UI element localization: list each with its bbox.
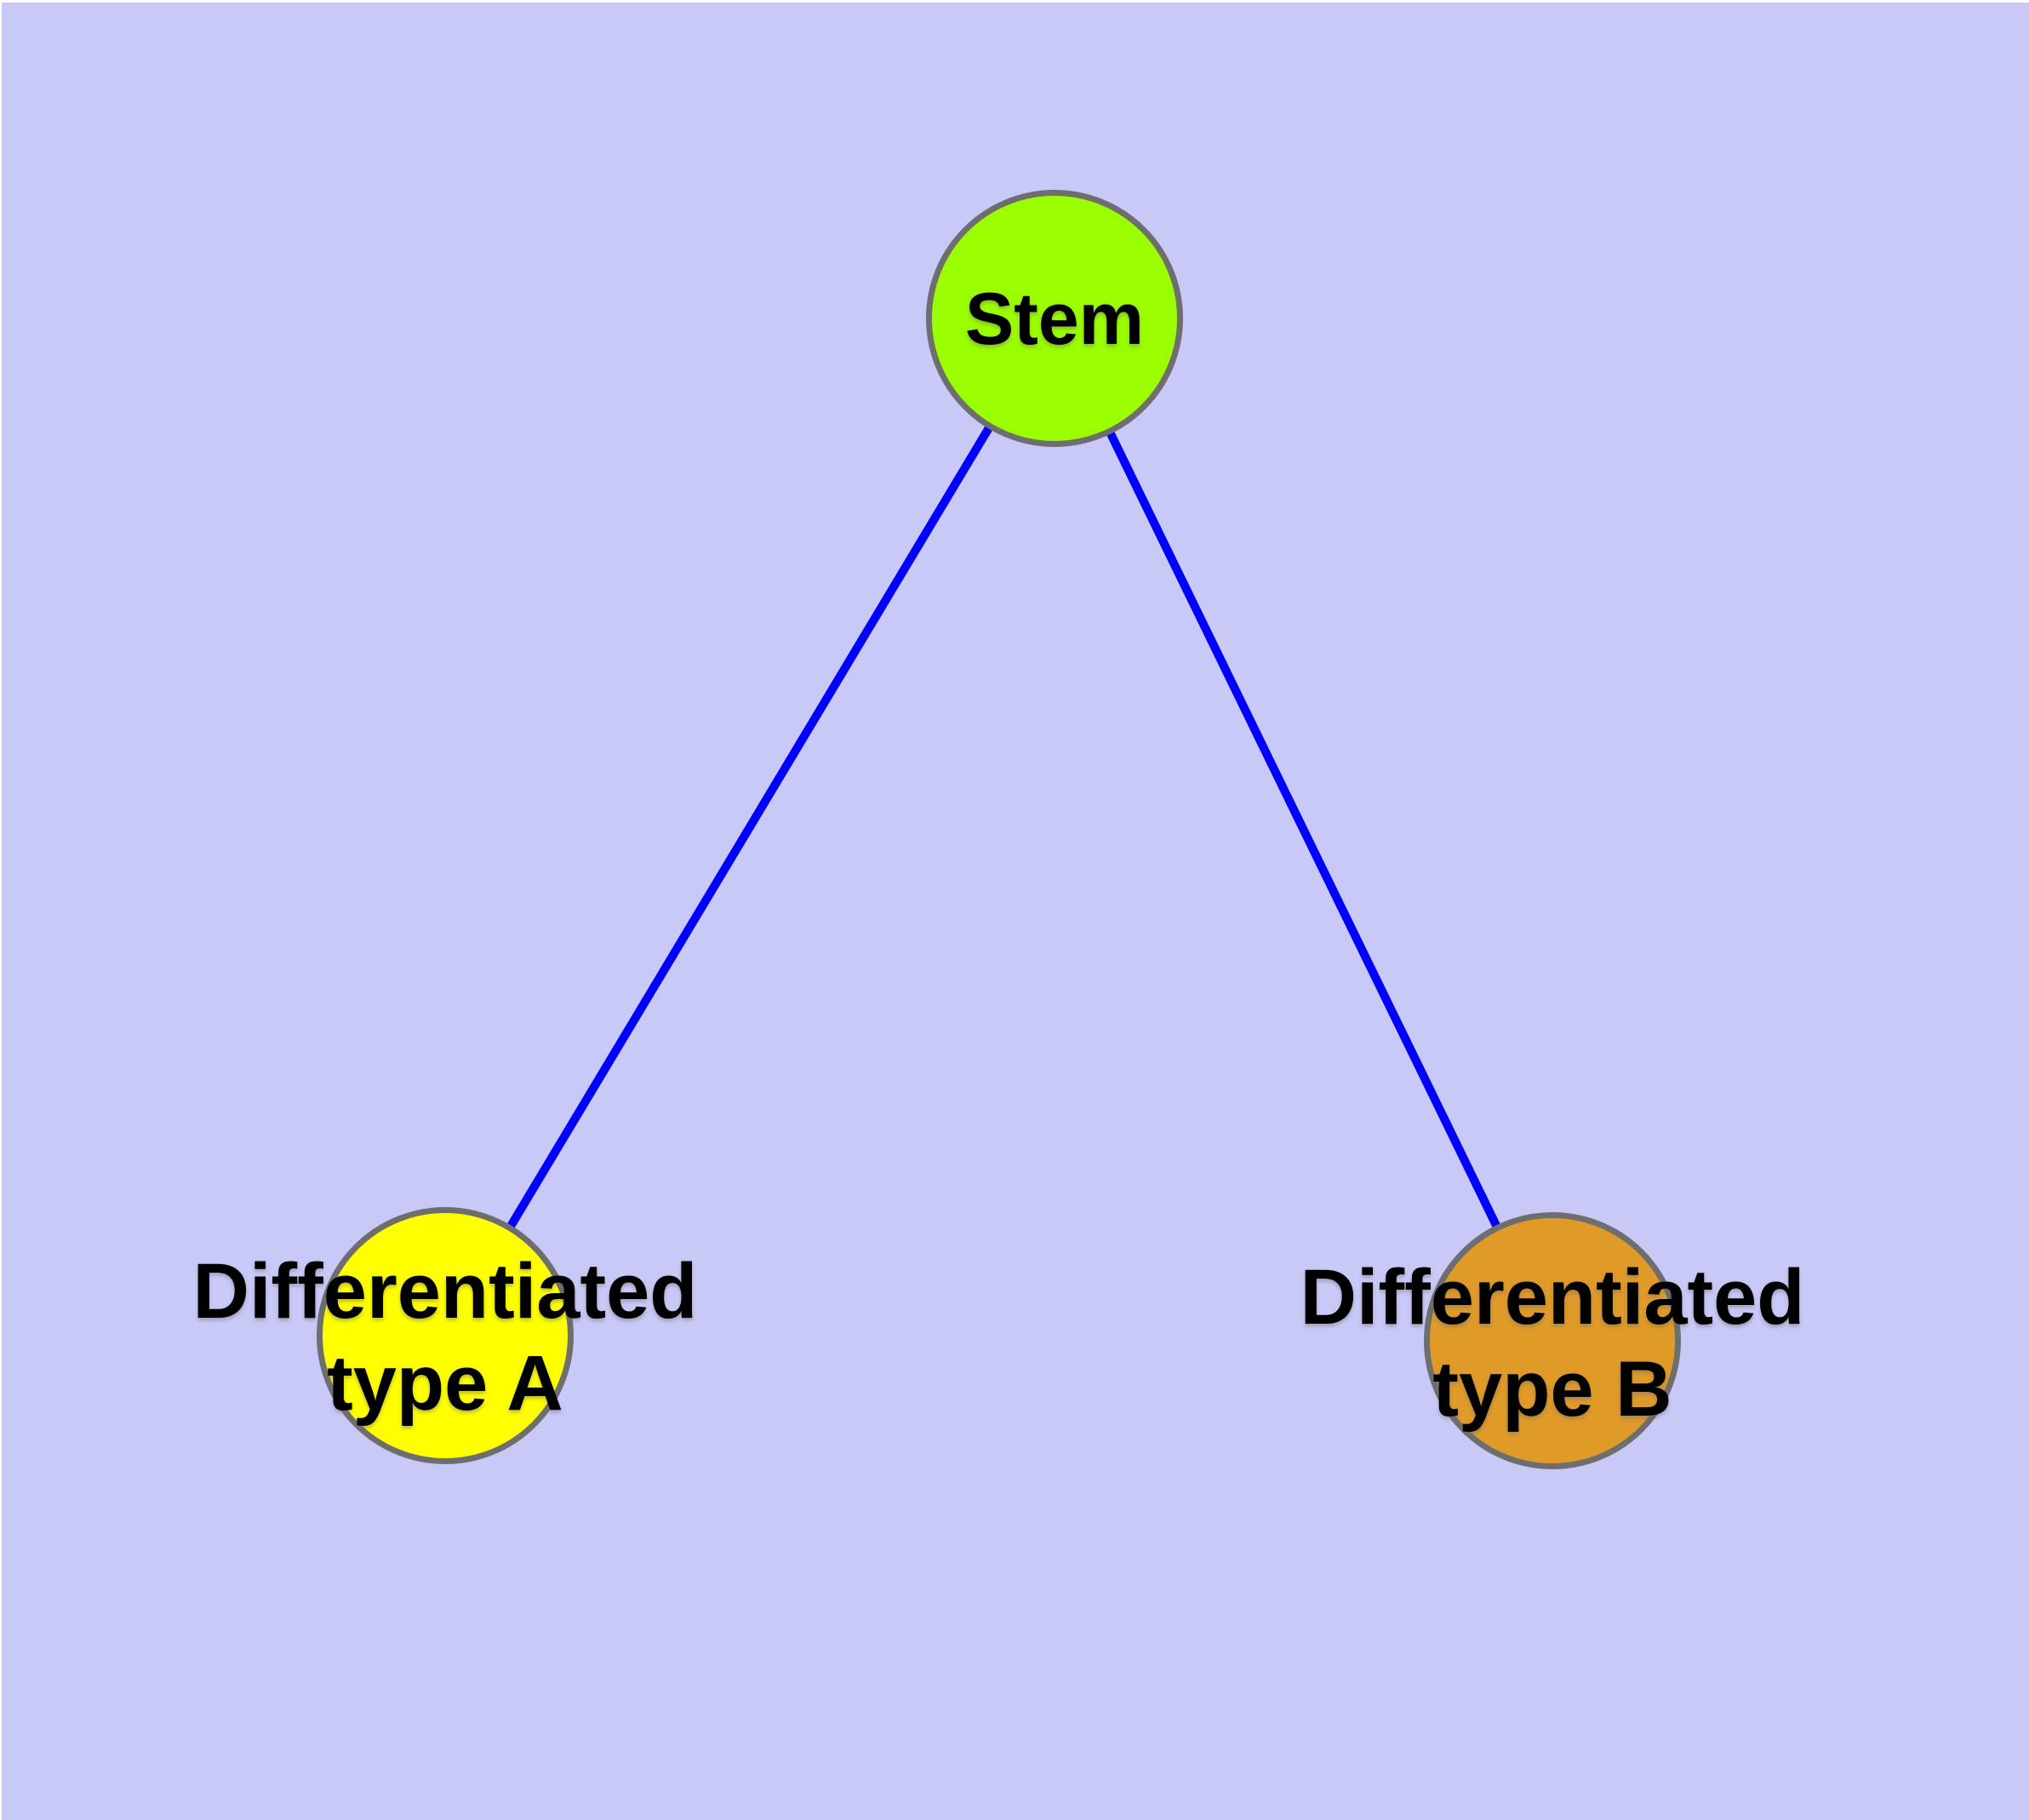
edges-layer	[441, 316, 1557, 1343]
edge-stem-to-type-b[interactable]	[1050, 316, 1557, 1343]
node-differentiated-type-b[interactable]	[1424, 1212, 1681, 1469]
node-differentiated-type-a[interactable]	[317, 1207, 574, 1464]
node-stem[interactable]	[926, 190, 1183, 447]
edge-stem-to-type-a[interactable]	[441, 316, 1059, 1338]
diagram-canvas: Stem Differentiated type A Differentiate…	[2, 3, 2029, 1820]
